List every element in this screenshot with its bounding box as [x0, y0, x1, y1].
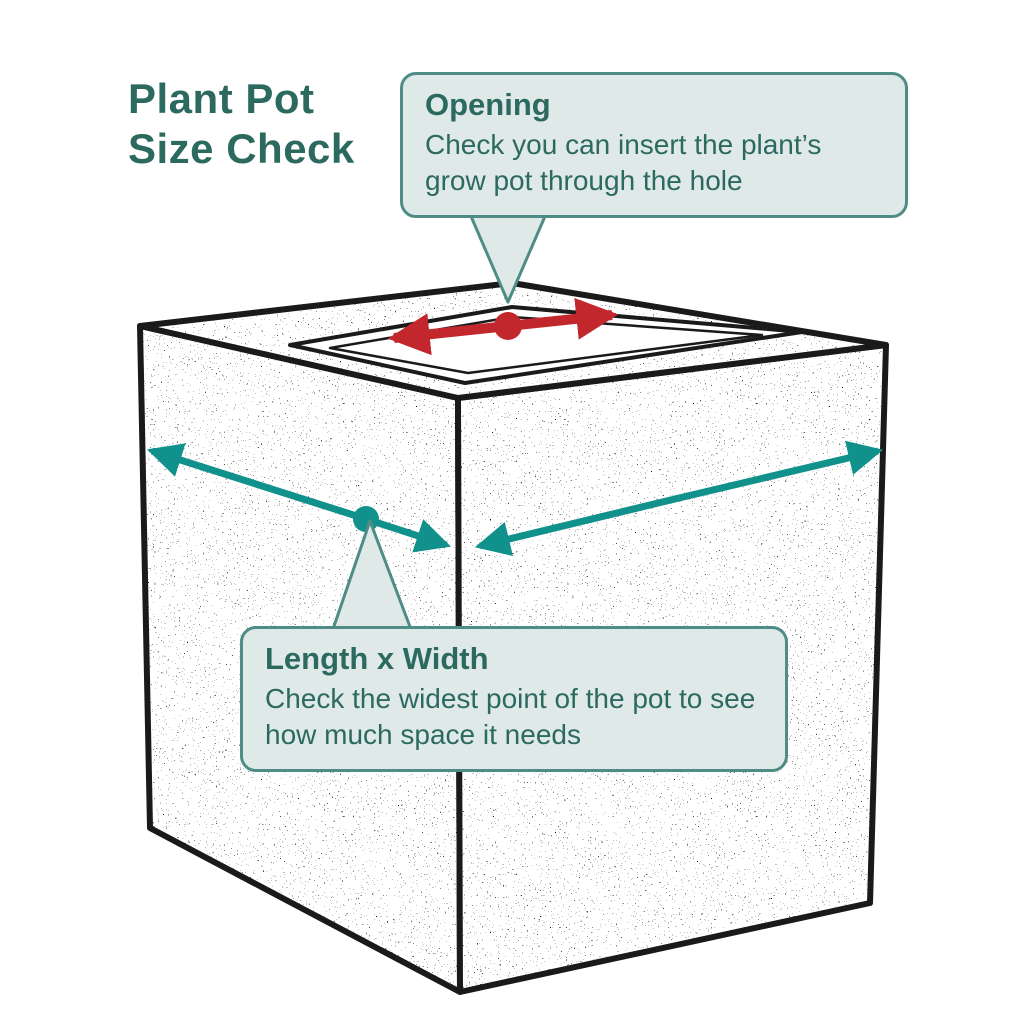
opening-callout: Opening Check you can insert the plant’s… [400, 72, 908, 218]
length-width-callout-body: Check the widest point of the pot to see… [265, 683, 756, 750]
width-measure-arrow-icon [474, 440, 884, 557]
opening-callout-heading: Opening [425, 87, 551, 122]
page-title-line-2: Size Check [128, 124, 355, 172]
red-dot-icon [494, 312, 522, 340]
page-title-line-1: Plant Pot [128, 75, 315, 122]
length-measure-arrow-icon [146, 443, 451, 553]
length-width-callout-heading: Length x Width [265, 641, 489, 676]
red-double-arrow-icon [387, 297, 619, 356]
length-width-callout: Length x Width Check the widest point of… [240, 626, 788, 772]
opening-callout-body: Check you can insert the plant’s grow po… [425, 129, 822, 196]
page-title: Plant Pot Size Check [128, 74, 355, 173]
